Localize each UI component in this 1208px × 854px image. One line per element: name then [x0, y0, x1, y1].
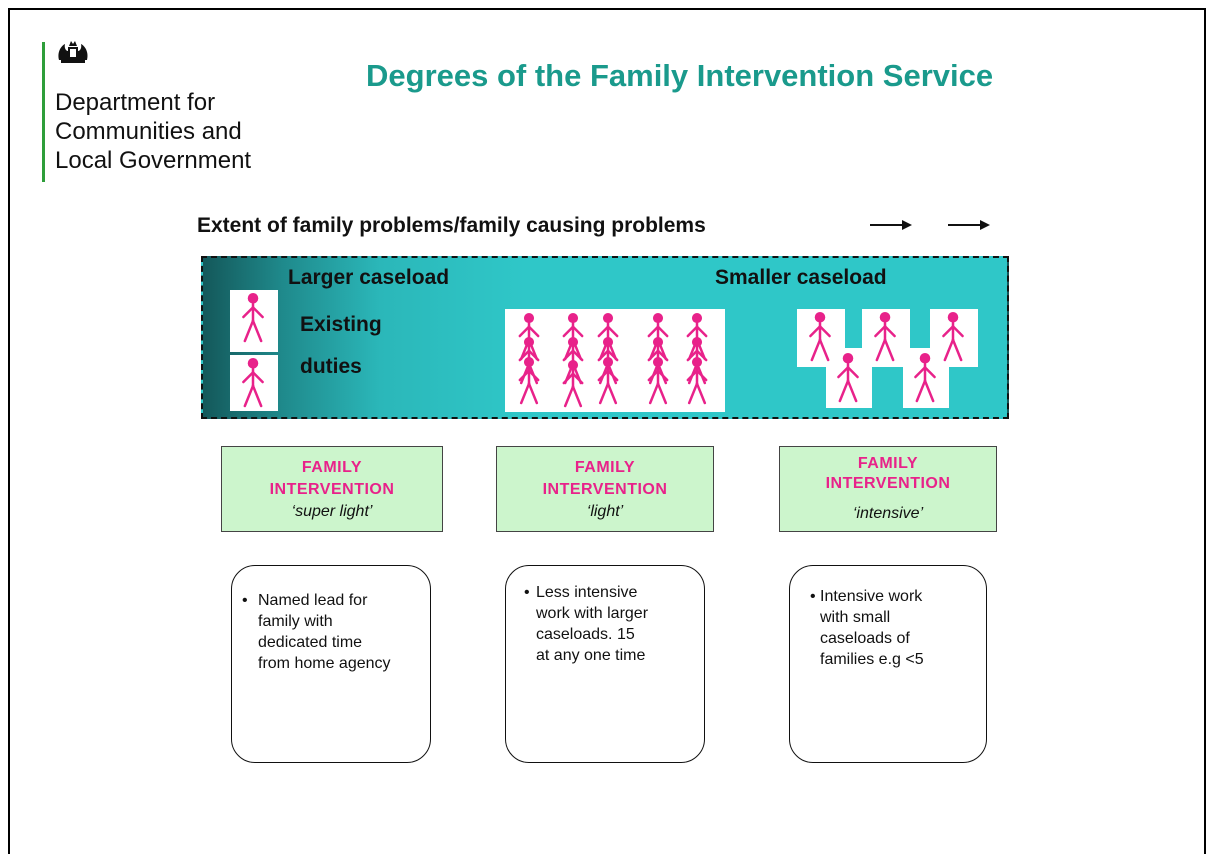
desc-line: at any one time	[536, 647, 646, 664]
extent-label: Extent of family problems/family causing…	[197, 214, 706, 237]
desc-line: Intensive work	[820, 588, 923, 605]
level-degree-line: ‘light’	[586, 503, 624, 520]
level-box-intensive: FAMILY INTERVENTION ‘intensive’	[779, 446, 997, 532]
level-degree-line: ‘super light’	[291, 503, 373, 520]
desc-line: with small	[820, 609, 891, 626]
logo-bar	[42, 42, 45, 182]
person-icon	[914, 353, 936, 403]
desc-box-intensive: • Intensive work with small caseloads of…	[789, 565, 987, 763]
person-icon	[242, 293, 264, 343]
level-line2: INTERVENTION	[542, 481, 668, 498]
royal-crest-icon	[58, 41, 88, 63]
logo-text: Department for Communities and Local Gov…	[55, 88, 251, 175]
desc-line: from home agency	[258, 655, 391, 672]
bullet: •	[810, 588, 816, 605]
level-box-light: FAMILY INTERVENTION ‘light’	[496, 446, 714, 532]
logo-line: Local Government	[55, 147, 252, 174]
person-icon	[942, 312, 964, 362]
level-line1: FAMILY	[857, 455, 919, 472]
logo-line: Communities and	[55, 118, 242, 145]
desc-line: family with	[258, 613, 333, 630]
person-icon	[686, 357, 708, 405]
desc-line: caseloads. 15	[536, 626, 635, 643]
desc-line: Less intensive	[536, 584, 638, 601]
logo-line: Department for	[55, 89, 216, 116]
level-line2: INTERVENTION	[269, 481, 395, 498]
person-icon	[874, 312, 896, 362]
larger-caseload-label: Larger caseload	[288, 266, 450, 289]
person-icon	[518, 357, 540, 405]
desc-box-super-light: • Named lead for family with dedicated t…	[231, 565, 431, 763]
page-title: Degrees of the Family Intervention Servi…	[366, 58, 994, 93]
level-degree: intensive	[856, 505, 920, 522]
level-line1: FAMILY	[574, 459, 636, 476]
desc-line: families e.g <5	[820, 651, 924, 668]
desc-box-light: • Less intensive work with larger caselo…	[505, 565, 705, 763]
existing-label: Existing	[300, 313, 382, 336]
desc-line: dedicated time	[258, 634, 363, 651]
level-box-super-light: FAMILY INTERVENTION ‘super light’	[221, 446, 443, 532]
duties-label: duties	[300, 355, 362, 378]
desc-line: Named lead for	[258, 592, 368, 609]
person-icon	[647, 357, 669, 405]
bullet: •	[524, 584, 530, 601]
arrow-right-icon	[948, 220, 990, 230]
smaller-caseload-label: Smaller caseload	[715, 266, 887, 289]
level-degree-line: ‘intensive’	[852, 505, 924, 522]
person-icon	[837, 353, 859, 403]
arrow-right-icon	[870, 220, 912, 230]
bullet: •	[242, 592, 248, 609]
level-degree: super light	[295, 503, 369, 520]
person-icon	[809, 312, 831, 362]
desc-line: work with larger	[536, 605, 649, 622]
level-line1: FAMILY	[301, 459, 363, 476]
person-icon	[242, 358, 264, 408]
person-icon	[597, 357, 619, 405]
desc-line: caseloads of	[820, 630, 910, 647]
level-line2: INTERVENTION	[825, 475, 951, 492]
level-degree: light	[590, 503, 620, 520]
person-icon	[562, 360, 584, 408]
